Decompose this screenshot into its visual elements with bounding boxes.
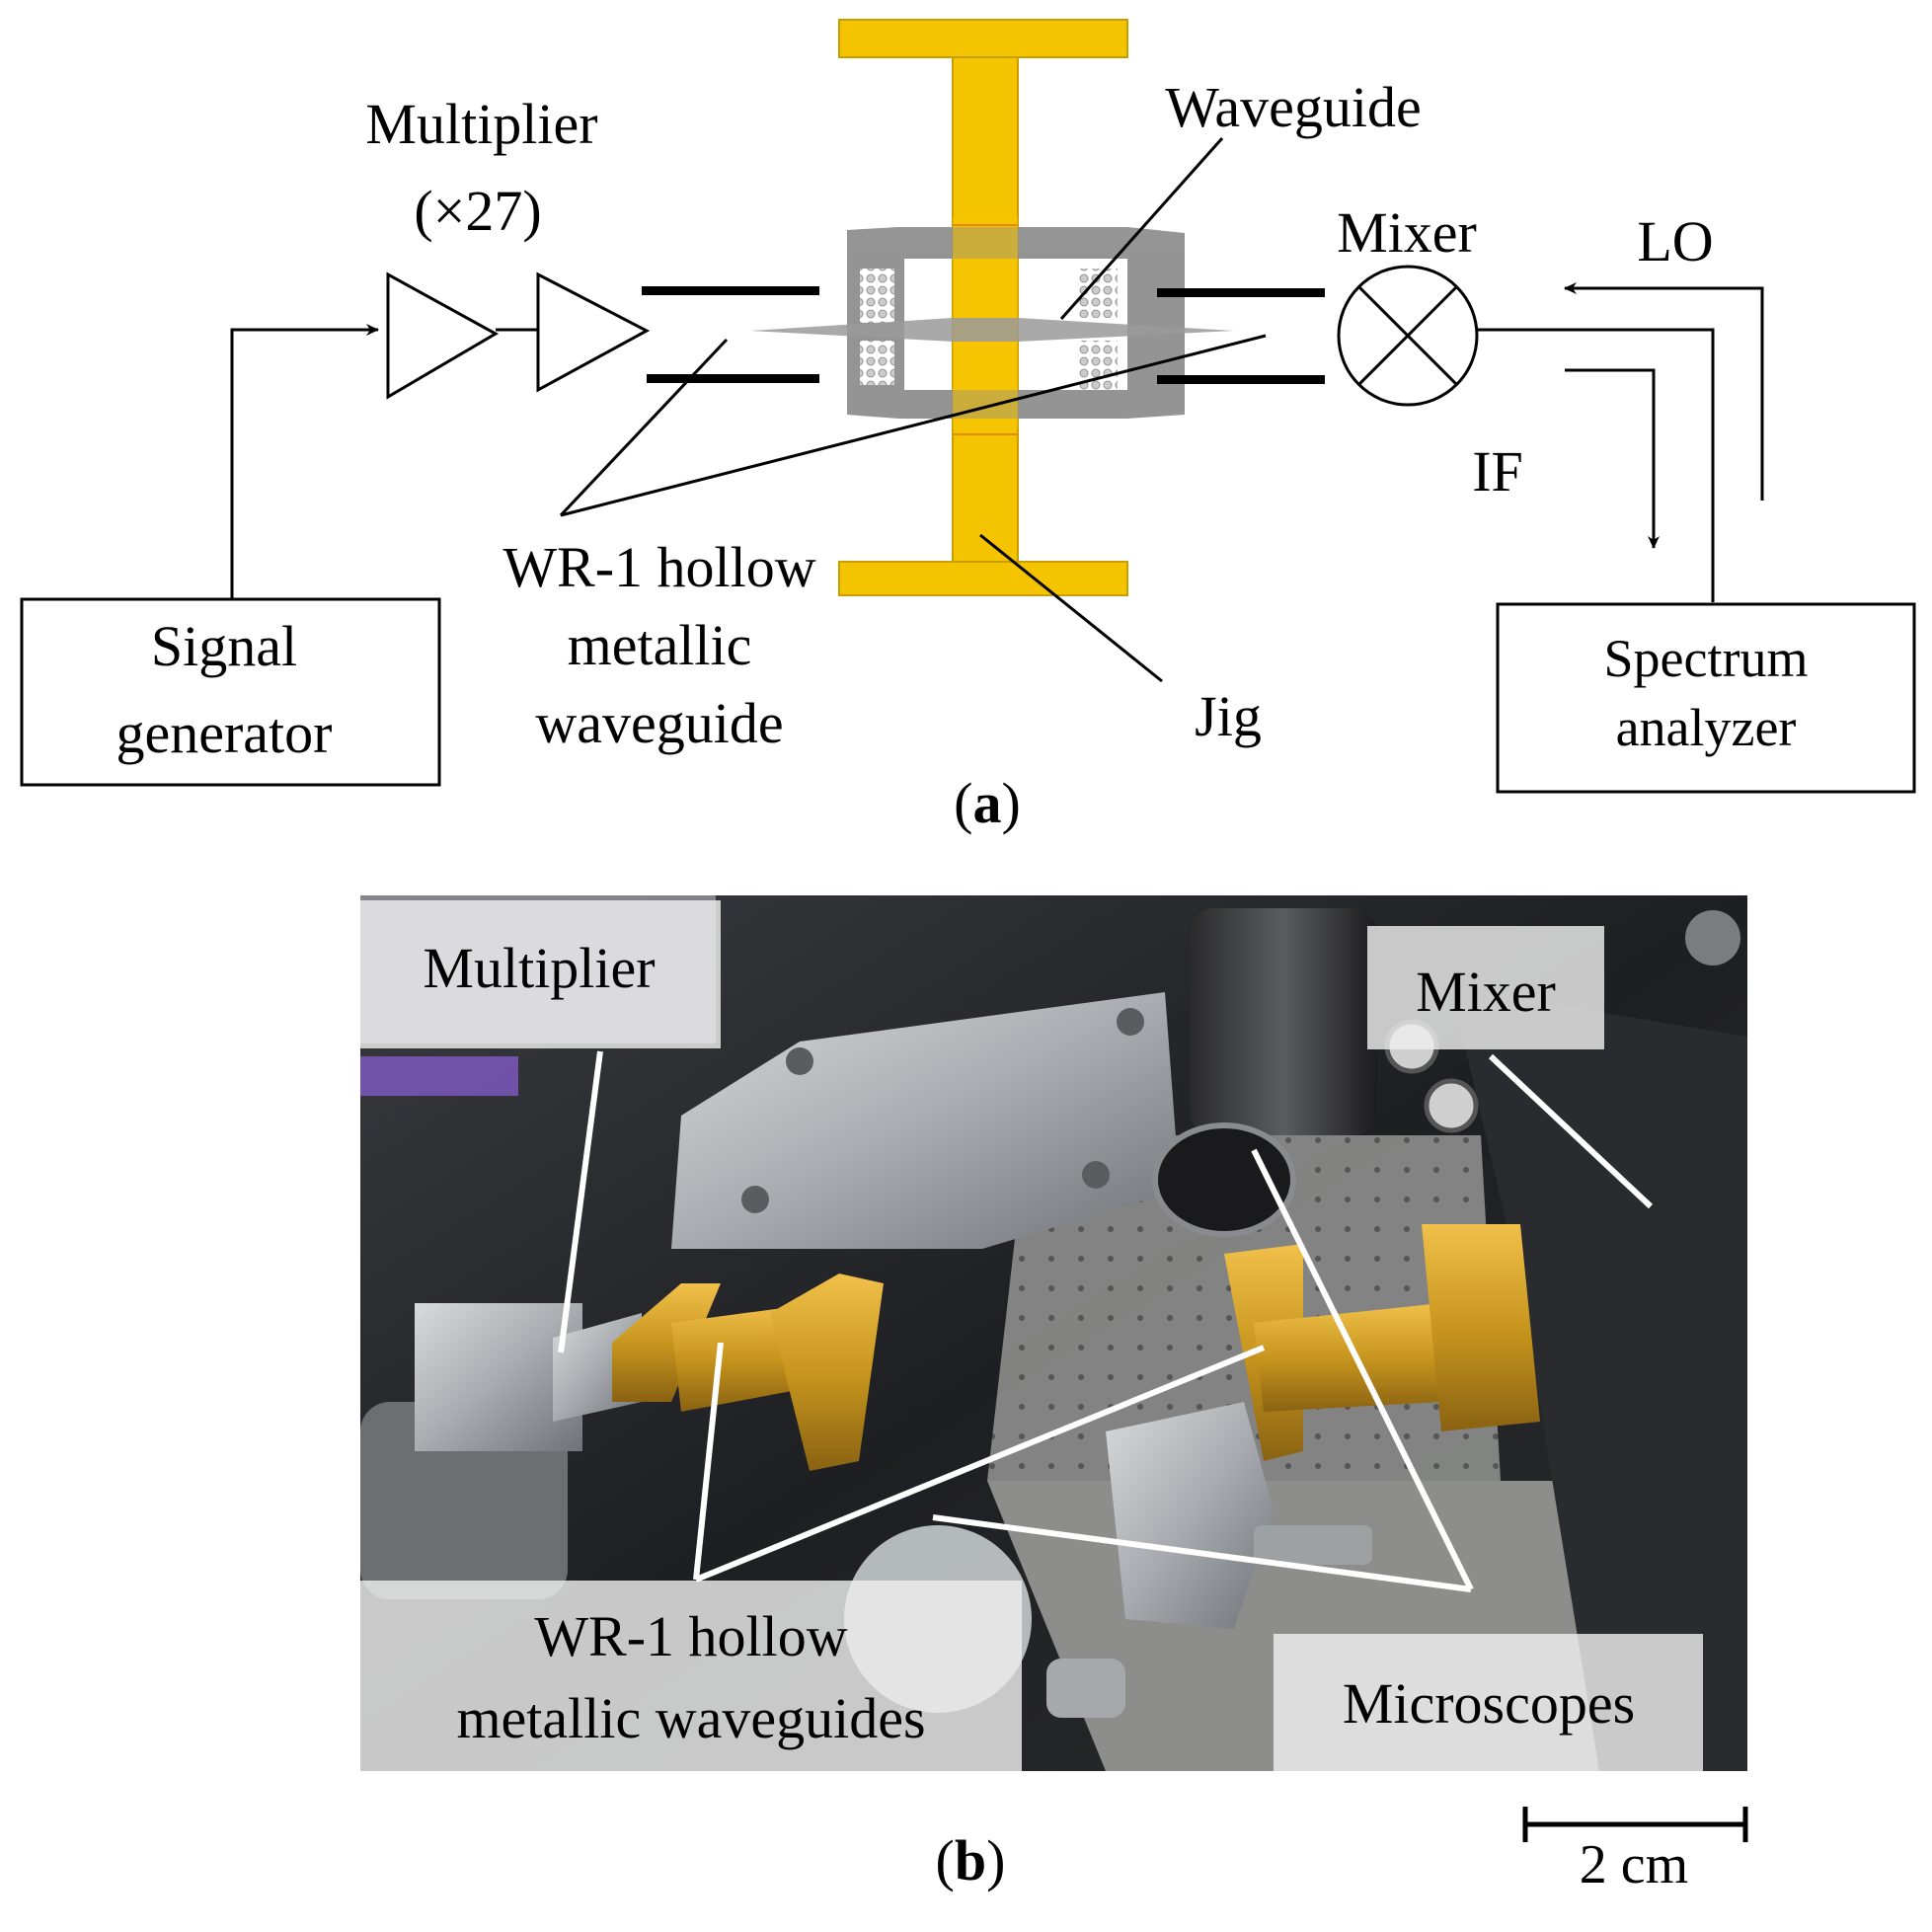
mixer-label-box bbox=[1367, 926, 1604, 1049]
jig-label: Jig bbox=[1195, 684, 1262, 748]
wr1-label-2: metallic bbox=[568, 613, 752, 677]
mixer-label: Mixer bbox=[1337, 200, 1477, 265]
lo-line bbox=[1564, 282, 1764, 501]
caption-a: (a) bbox=[954, 771, 1021, 835]
tapered-waveguide bbox=[750, 318, 1234, 342]
signal-generator-label-2: generator bbox=[116, 701, 333, 765]
waveguide-label: Waveguide bbox=[1165, 75, 1421, 139]
photo-microscopes-label: Microscopes bbox=[1343, 1671, 1635, 1736]
wr1-pointer-right bbox=[560, 334, 1267, 517]
signal-line bbox=[230, 324, 379, 599]
jig-pointer bbox=[979, 533, 1163, 683]
spectrum-analyzer-label-2: analyzer bbox=[1616, 698, 1797, 757]
photo-multiplier-label: Multiplier bbox=[423, 936, 655, 1000]
multiplier-label-1: Multiplier bbox=[365, 92, 597, 156]
photo-wr1-label-1: WR-1 hollow bbox=[534, 1604, 847, 1668]
waveguide-pointer bbox=[1059, 137, 1224, 320]
photo-wr1-label-2: metallic waveguides bbox=[456, 1686, 925, 1750]
right-waveguide-bottom bbox=[1157, 375, 1325, 384]
wr1-pointer-left bbox=[559, 338, 729, 517]
mixer-cross-2 bbox=[1356, 284, 1459, 387]
wr1-label-3: waveguide bbox=[535, 691, 783, 755]
spectrum-analyzer-box bbox=[1496, 602, 1916, 794]
if-line bbox=[1565, 368, 1660, 549]
scale-bar-label: 2 cm bbox=[1580, 1834, 1688, 1895]
caption-b: (b) bbox=[936, 1828, 1006, 1893]
wr1-label-box bbox=[360, 1581, 1022, 1771]
jig-bottom-flange bbox=[838, 561, 1128, 596]
multiplier-amp-2 bbox=[536, 271, 651, 393]
photo-mixer-label: Mixer bbox=[1416, 960, 1556, 1024]
multiplier-label-box bbox=[360, 900, 721, 1048]
left-waveguide-bottom bbox=[647, 374, 819, 383]
panel-a: Signal generator Multiplier (×27) bbox=[20, 19, 1916, 835]
signal-generator-box bbox=[20, 597, 441, 787]
jig-top-flange bbox=[838, 19, 1128, 58]
wr1-label-1: WR-1 hollow bbox=[502, 535, 815, 599]
scale-bar bbox=[1522, 1807, 1748, 1842]
if-label: IF bbox=[1472, 439, 1523, 503]
signal-generator-label-1: Signal bbox=[151, 614, 297, 678]
multiplier-label-2: (×27) bbox=[414, 179, 541, 243]
microscopes-label-box bbox=[1274, 1634, 1703, 1771]
spectrum-analyzer-label-1: Spectrum bbox=[1604, 629, 1809, 688]
multiplier-amp-1 bbox=[386, 271, 500, 400]
lo-label: LO bbox=[1637, 209, 1713, 273]
left-waveguide-top bbox=[642, 286, 819, 295]
mixer-output-line bbox=[1477, 328, 1715, 602]
panel-b: Multiplier Mixer WR-1 hollow metallic wa… bbox=[360, 895, 1748, 1895]
photo-pointers bbox=[558, 1050, 1654, 1592]
right-waveguide-top bbox=[1157, 288, 1325, 297]
